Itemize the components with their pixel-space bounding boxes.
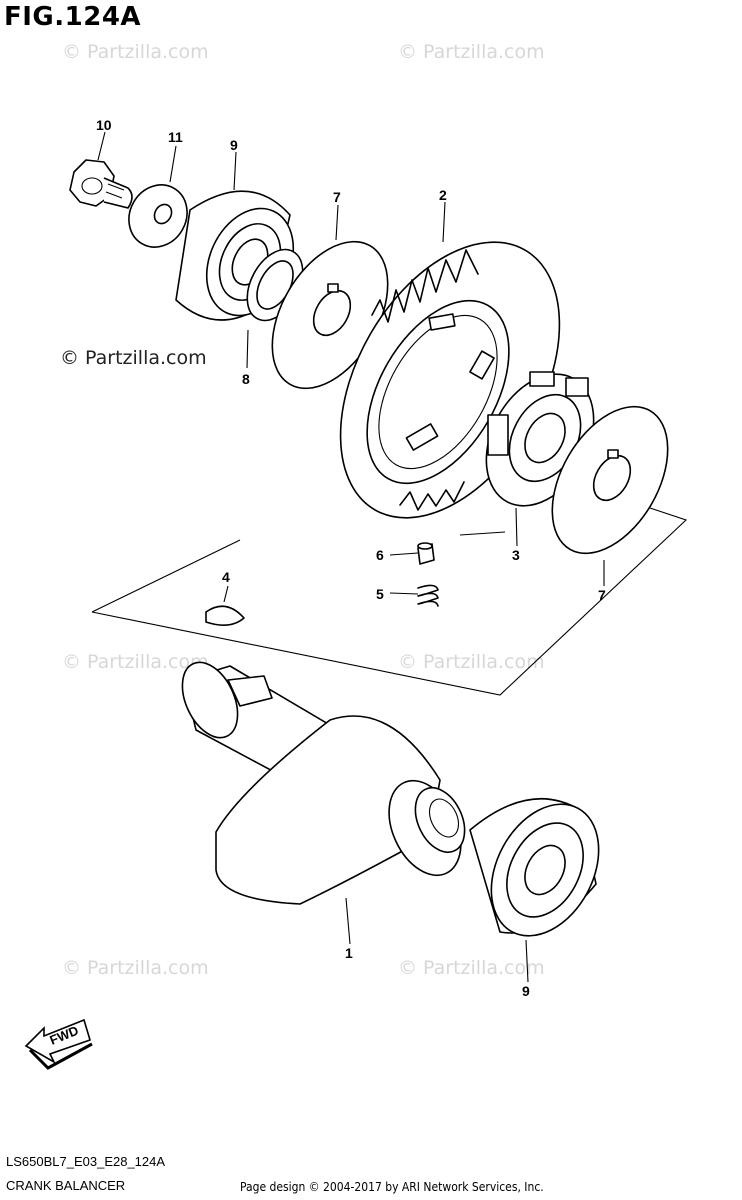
watermark-text: © Partzilla.com bbox=[62, 651, 209, 673]
callout-6: 6 bbox=[376, 547, 384, 563]
pin-part-6[interactable] bbox=[417, 542, 435, 565]
figure-title: FIG.124A bbox=[4, 2, 142, 32]
reference-plane bbox=[91, 507, 688, 696]
watermark-primary: © Partzilla.com bbox=[60, 347, 207, 369]
diagram-name: CRANK BALANCER bbox=[6, 1178, 126, 1193]
callout-4: 4 bbox=[222, 569, 230, 585]
callout-2: 2 bbox=[439, 187, 447, 203]
watermark-group: © Partzilla.com © Partzilla.com © Partzi… bbox=[60, 41, 545, 979]
callout-1: 1 bbox=[345, 945, 353, 961]
callout-8: 8 bbox=[242, 371, 250, 387]
callout-7-bottom: 7 bbox=[598, 587, 606, 603]
washer-part-11[interactable] bbox=[118, 174, 198, 257]
callout-10: 10 bbox=[96, 117, 112, 133]
callout-11: 11 bbox=[168, 129, 183, 145]
callout-9-bottom: 9 bbox=[522, 983, 530, 999]
bolt-part-10[interactable] bbox=[69, 159, 133, 209]
watermark-text: © Partzilla.com bbox=[62, 41, 209, 63]
spring-part-5[interactable] bbox=[417, 584, 439, 607]
shim-part-7-top[interactable] bbox=[248, 222, 411, 409]
watermark-text: © Partzilla.com bbox=[398, 651, 545, 673]
reference-plane-segment bbox=[459, 531, 506, 536]
callout-5: 5 bbox=[376, 586, 384, 602]
balancer-shaft-part-1[interactable] bbox=[171, 654, 475, 905]
callout-9-top: 9 bbox=[230, 137, 238, 153]
callout-labels: 10 11 9 7 2 8 6 3 4 5 7 1 9 bbox=[96, 117, 606, 999]
damper-part-3[interactable] bbox=[465, 356, 615, 525]
key-part-4[interactable] bbox=[205, 605, 245, 626]
shim-part-7-bottom[interactable] bbox=[528, 387, 691, 574]
fwd-arrow-icon: FWD bbox=[24, 1018, 93, 1070]
bearing-part-9-bottom[interactable] bbox=[469, 786, 620, 955]
leader-lines bbox=[97, 131, 605, 983]
model-code: LS650BL7_E03_E28_124A bbox=[6, 1154, 166, 1169]
watermark-text: © Partzilla.com bbox=[398, 41, 545, 63]
callout-7-top: 7 bbox=[333, 189, 341, 205]
copyright-text: Page design © 2004-2017 by ARI Network S… bbox=[240, 1180, 544, 1194]
watermark-text: © Partzilla.com bbox=[62, 957, 209, 979]
callout-3: 3 bbox=[512, 547, 520, 563]
watermark-text: © Partzilla.com bbox=[398, 957, 545, 979]
